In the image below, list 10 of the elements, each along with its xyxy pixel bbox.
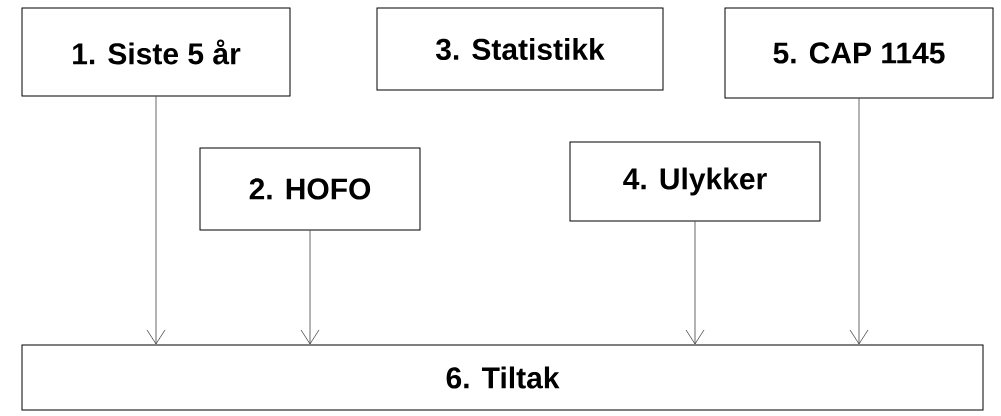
arrow <box>300 230 320 345</box>
process-box: 5. CAP 1145 <box>724 7 994 99</box>
process-box: 4. Ulykker <box>569 141 821 222</box>
arrow <box>849 98 869 345</box>
process-box: 2. HOFO <box>199 147 421 231</box>
process-box: 6. Tiltak <box>21 344 984 411</box>
process-box: 1. Siste 5 år <box>21 7 291 97</box>
process-box: 3. Statistikk <box>376 7 664 91</box>
arrow <box>685 221 705 345</box>
arrow <box>146 96 166 345</box>
